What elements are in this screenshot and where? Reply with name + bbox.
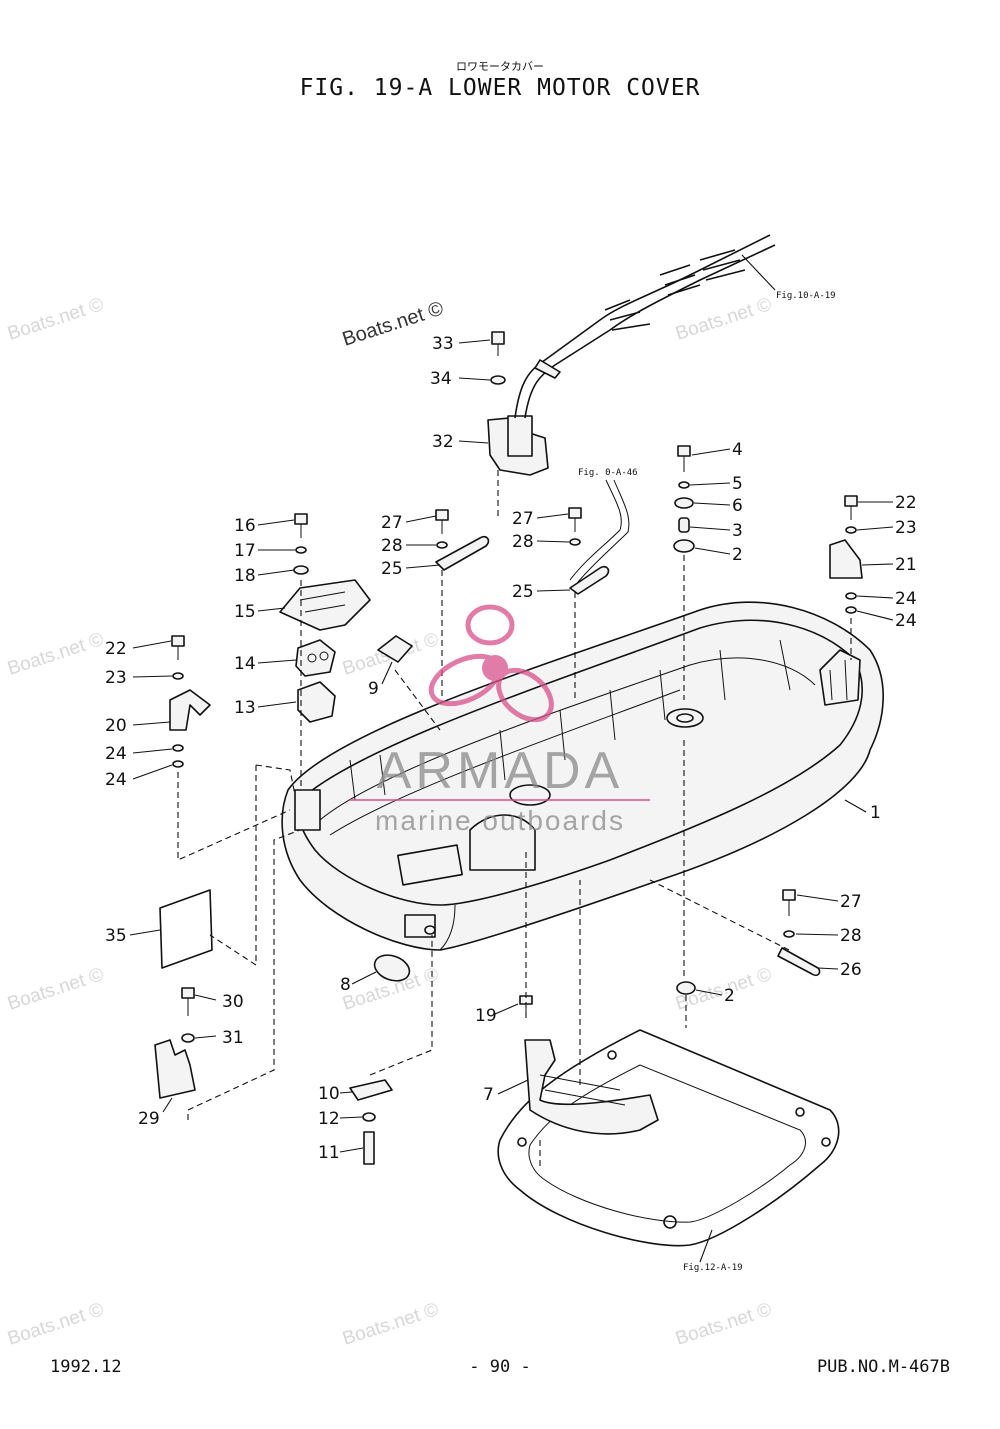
callout-number: 7 [483,1085,494,1105]
callout-number: 27 [512,509,534,529]
callout-number: 17 [234,541,256,561]
callout-number: 13 [234,698,256,718]
callout-number: 6 [732,496,743,516]
callout-number: 5 [732,474,743,494]
hardware-bolts [154,331,863,1165]
callout-number: 24 [105,744,127,764]
callout-number: 16 [234,516,256,536]
callout-number: 10 [318,1084,340,1104]
armada-watermark: ARMADA marine outboards [350,604,650,836]
callout-number: 28 [512,532,534,552]
callout-number: 18 [234,566,256,586]
callout-number: 28 [381,536,403,556]
part-7-bracket [524,1039,659,1135]
callout-number: 8 [340,975,351,995]
watermark-text: Boats.net © [673,1299,774,1350]
callout-number: 19 [475,1006,497,1026]
reference-label-wiring: Fig.10-A-19 [776,291,836,301]
callout-number: 22 [895,493,917,513]
watermark-text: Boats.net © [5,294,106,345]
watermark-text: Boats.net © [673,294,774,345]
callout-number: 1 [870,803,881,823]
callout-number: 26 [840,960,862,980]
callout-number: 32 [432,432,454,452]
callout-number: 22 [105,639,127,659]
parts-13-14-15 [279,579,371,723]
lower-cover-part-1 [281,601,884,951]
assembly-lines [177,470,852,1170]
callout-number: 24 [105,770,127,790]
callout-number: 25 [512,582,534,602]
callout-number: 24 [895,611,917,631]
reference-label-bracket: Fig.12-A-19 [683,1263,743,1273]
callout-number: 35 [105,926,127,946]
bottom-plate [497,1029,840,1247]
callout-number: 9 [368,679,379,699]
callout-number: 23 [895,518,917,538]
watermark-text-dark: Boats.net © [340,297,447,350]
callout-number: 33 [432,334,454,354]
callout-number: 3 [732,521,743,541]
leader-lines [129,254,894,1263]
callout-number: 29 [138,1109,160,1129]
callout-number: 27 [381,513,403,533]
callout-numbers: 33 34 32 4 5 6 3 2 16 17 18 15 14 13 27 … [105,334,917,1163]
brand-name: ARMADA [377,742,623,800]
brand-tagline: marine outboards [375,805,625,836]
figure-title: FIG. 19-A LOWER MOTOR COVER [299,75,701,101]
footer-page-number: - 90 - [469,1357,531,1377]
callout-number: 4 [732,440,743,460]
callout-number: 15 [234,602,256,622]
watermark-text: Boats.net © [5,964,106,1015]
figure-title-japanese: ロワモータカバー [456,60,544,73]
callout-number: 23 [105,668,127,688]
callout-number: 27 [840,892,862,912]
grommets-8-9 [373,635,413,982]
callout-number: 34 [430,369,452,389]
footer-date: 1992.12 [50,1357,122,1377]
watermark-text: Boats.net © [5,1299,106,1350]
callout-number: 25 [381,559,403,579]
callout-number: 2 [732,545,743,565]
callout-number: 31 [222,1028,244,1048]
watermark-text: Boats.net © [340,1299,441,1350]
callout-number: 30 [222,992,244,1012]
footer-publication-number: PUB.NO.M-467B [816,1357,950,1377]
callout-number: 2 [724,986,735,1006]
callout-number: 24 [895,589,917,609]
watermark-text: Boats.net © [5,629,106,680]
callout-number: 12 [318,1109,340,1129]
reference-label-hose: Fig. 0-A-46 [578,468,638,478]
callout-number: 14 [234,654,256,674]
callout-number: 20 [105,716,127,736]
callout-number: 11 [318,1143,340,1163]
callout-number: 28 [840,926,862,946]
propeller-logo-icon [428,604,554,723]
part-32-switch [487,234,776,476]
callout-number: 21 [895,555,917,575]
